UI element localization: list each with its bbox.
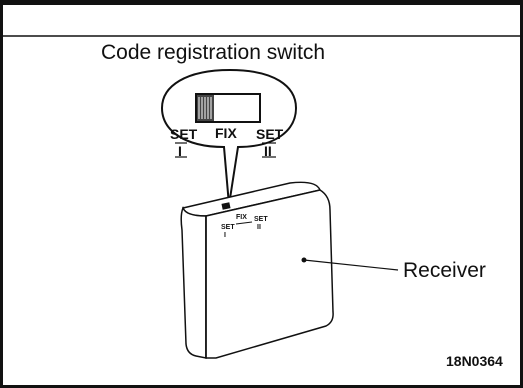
receiver-unit: SET I FIX SET II	[180, 181, 399, 359]
receiver-front-face	[180, 205, 207, 359]
switch-title-label: Code registration switch	[101, 41, 325, 64]
switch-position-fix: FIX	[215, 125, 237, 141]
receiver-marking-set1-numeral: I	[224, 232, 226, 239]
receiver-marking-set1: SET	[221, 224, 235, 231]
receiver-marking-set2-numeral: II	[257, 224, 261, 231]
receiver-marking-set2: SET	[254, 216, 268, 223]
receiver-label: Receiver	[403, 259, 486, 282]
switch-position-set2: SET	[256, 126, 284, 142]
receiver-switch	[221, 202, 231, 210]
receiver-leader-line	[303, 259, 399, 271]
switch-position-set1-numeral: I	[178, 143, 182, 159]
header-bar	[0, 0, 523, 5]
switch-position-set2-numeral: II	[264, 143, 272, 159]
code-registration-switch	[195, 93, 261, 123]
receiver-marking-fix: FIX	[236, 214, 247, 221]
receiver-side-face	[205, 189, 334, 359]
switch-position-set1: SET	[170, 126, 198, 142]
figure-reference: 18N0364	[446, 353, 503, 369]
